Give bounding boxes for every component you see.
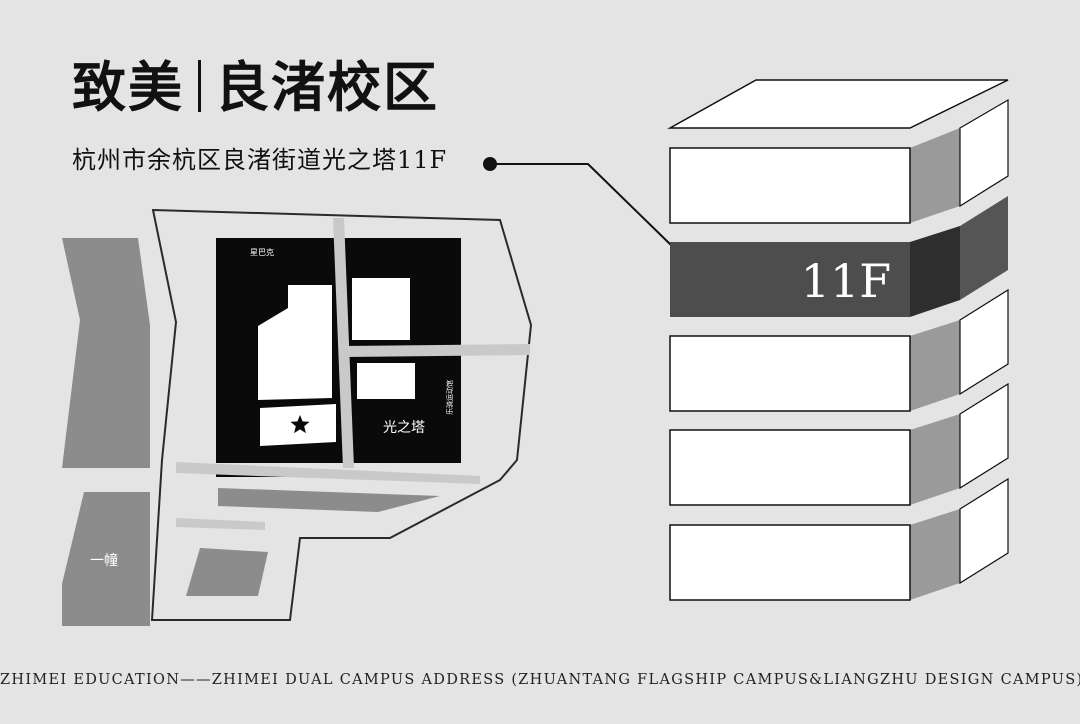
building-block-a xyxy=(258,285,332,400)
callout-line xyxy=(490,163,673,247)
page-title: 致美良渚校区 xyxy=(72,60,439,114)
building-block-c xyxy=(357,363,415,399)
starbucks-label: 星巴克 xyxy=(250,248,274,257)
gray-block-bottom-strip xyxy=(218,488,440,512)
tower-label: 光之塔 xyxy=(383,420,425,436)
address-text: 杭州市余杭区良渚街道光之塔11F xyxy=(72,146,448,174)
highlighted-floor: 11F xyxy=(670,196,1008,317)
building-one-label: 一幢 xyxy=(90,552,118,569)
road-vertical xyxy=(333,218,354,468)
road-short xyxy=(176,518,265,530)
building-floor xyxy=(669,98,1009,224)
brand-name: 致美 xyxy=(72,55,184,119)
isometric-building: 11F xyxy=(667,79,1009,601)
site-outline xyxy=(150,208,533,621)
callout-dot xyxy=(483,157,497,171)
road-horizontal-upper xyxy=(344,344,530,357)
building-roof xyxy=(667,79,1009,129)
road-horizontal-lower xyxy=(176,462,480,484)
building-floor xyxy=(669,477,1009,601)
building-floor xyxy=(669,382,1009,506)
gray-block-bottom-left xyxy=(186,548,268,596)
left-gray-strip xyxy=(62,238,150,468)
sports-hall-label: 乐骑运动馆 xyxy=(445,380,454,415)
building-block-b xyxy=(352,278,410,340)
building-one-block xyxy=(62,492,150,626)
floor-label-11f: 11F xyxy=(801,254,891,308)
location-star-icon xyxy=(290,415,310,434)
building-floor xyxy=(669,288,1009,412)
campus-name: 良渚校区 xyxy=(215,55,439,119)
footer-caption: ZHIMEI EDUCATION——ZHIMEI DUAL CAMPUS ADD… xyxy=(0,672,1080,688)
title-divider xyxy=(198,60,201,112)
